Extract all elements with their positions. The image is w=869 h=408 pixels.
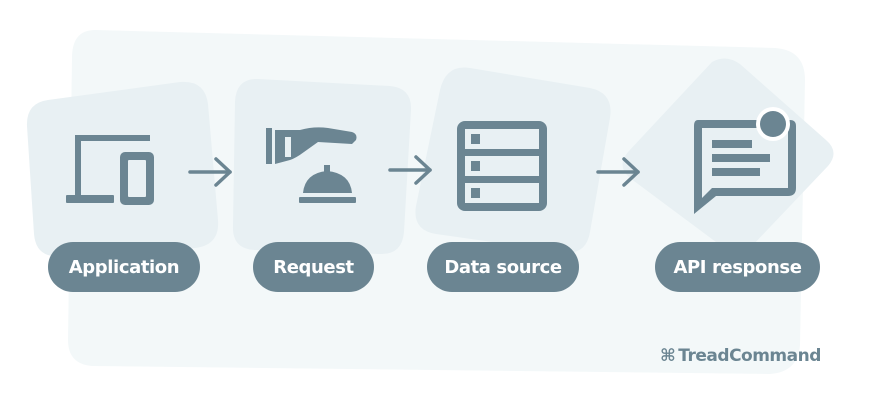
brand-logo: ⌘ TreadCommand xyxy=(660,346,821,366)
database-icon xyxy=(457,121,547,211)
brand-name: TreadCommand xyxy=(678,346,821,366)
request-tile xyxy=(232,78,412,255)
chat-message-icon xyxy=(694,107,796,214)
arrow-icon xyxy=(388,155,432,185)
step-pill-api-response: API response xyxy=(655,242,820,292)
step-pill-request: Request xyxy=(253,242,374,292)
step-pill-application: Application xyxy=(48,242,200,292)
devices-icon xyxy=(66,135,154,205)
step-pill-data-source: Data source xyxy=(427,242,579,292)
service-bell-icon xyxy=(266,127,357,203)
arrow-icon xyxy=(596,157,640,187)
arrow-icon xyxy=(188,157,232,187)
command-key-icon: ⌘ xyxy=(660,346,676,366)
